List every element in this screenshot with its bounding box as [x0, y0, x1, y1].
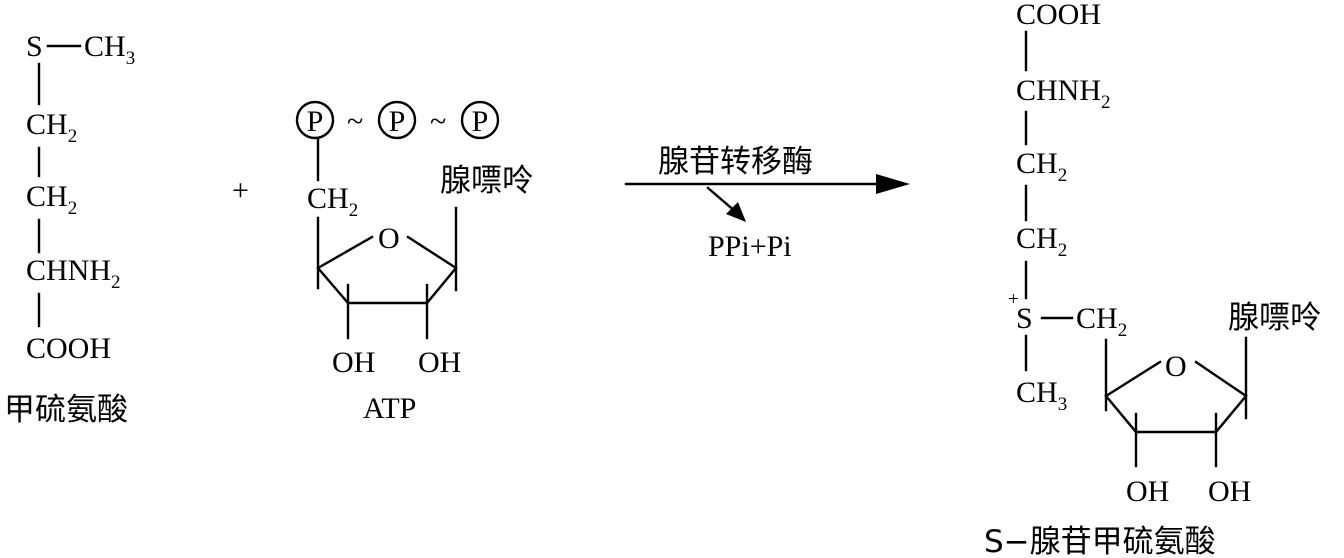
sam-ch3: CH3 [1016, 376, 1067, 415]
main-arrow-head [876, 174, 910, 194]
atp-oh-3: OH [332, 346, 375, 379]
atp-adenine: 腺嘌呤 [440, 163, 533, 199]
plus-sign: + [232, 174, 249, 207]
ring-bond-c2-c1 [425, 266, 458, 305]
ring-bond-c4-c3 [316, 266, 350, 305]
phosphate-3: P [472, 105, 489, 138]
tilde-2: ~ [430, 105, 446, 138]
phosphate-circle-1 [295, 100, 335, 140]
sam-structure: COOH CHNH2 CH2 CH2 + S CH2 CH3 O 腺嘌呤 OH … [984, 0, 1321, 558]
sam-oh-2: OH [1208, 475, 1251, 508]
sam-adenine: 腺嘌呤 [1228, 300, 1321, 336]
methionine-s: S [26, 30, 43, 63]
atp-structure: P ~ P ~ P CH2 O 腺嘌呤 OH OH ATP [295, 100, 533, 425]
side-arrow-shaft [706, 186, 738, 214]
sam-ch2-1: CH2 [1016, 147, 1067, 186]
ring-bond-o-c1 [406, 235, 458, 270]
ring-bond-o-c1-product [1194, 360, 1248, 398]
byproduct-label: PPi+Pi [708, 230, 792, 263]
phosphate-2: P [389, 105, 406, 138]
atp-ring-oxygen: O [378, 222, 400, 255]
methionine-ch2-2: CH2 [26, 180, 77, 219]
ring-bond-c4-o [316, 235, 374, 270]
phosphate-circle-3 [460, 100, 500, 140]
atp-oh-2: OH [418, 346, 461, 379]
ring-bond-c2-c1-product [1214, 394, 1248, 434]
phosphate-1: P [307, 105, 324, 138]
sam-ch2-ribose: CH2 [1076, 302, 1127, 341]
sam-oh-3: OH [1126, 475, 1169, 508]
ring-bond-c4-c3-product [1104, 394, 1138, 434]
atp-ch2: CH2 [307, 182, 358, 221]
phosphate-circle-2 [377, 100, 417, 140]
atp-label: ATP [363, 392, 416, 425]
methionine-ch2-1: CH2 [26, 108, 77, 147]
methionine-chnh2: CHNH2 [26, 254, 121, 293]
sam-s: S [1016, 302, 1033, 335]
side-arrow-head [726, 202, 746, 222]
reaction-arrow: 腺苷转移酶 PPi+Pi [624, 144, 910, 263]
enzyme-label: 腺苷转移酶 [658, 144, 813, 180]
methionine-label: 甲硫氨酸 [4, 392, 128, 428]
methionine-cooh: COOH [26, 332, 111, 365]
sam-label: S−腺苷甲硫氨酸 [984, 524, 1216, 558]
sam-cooh: COOH [1016, 0, 1101, 31]
sam-ring-oxygen: O [1165, 350, 1187, 383]
sam-chnh2: CHNH2 [1016, 74, 1111, 113]
tilde-1: ~ [347, 105, 363, 138]
sulfonium-charge: + [1008, 289, 1019, 310]
methionine-methyl: CH3 [84, 30, 135, 69]
methionine-structure: S CH3 CH2 CH2 CHNH2 COOH 甲硫氨酸 [4, 30, 135, 428]
ring-bond-c4-o-product [1104, 360, 1162, 398]
sam-ch2-2: CH2 [1016, 222, 1067, 261]
